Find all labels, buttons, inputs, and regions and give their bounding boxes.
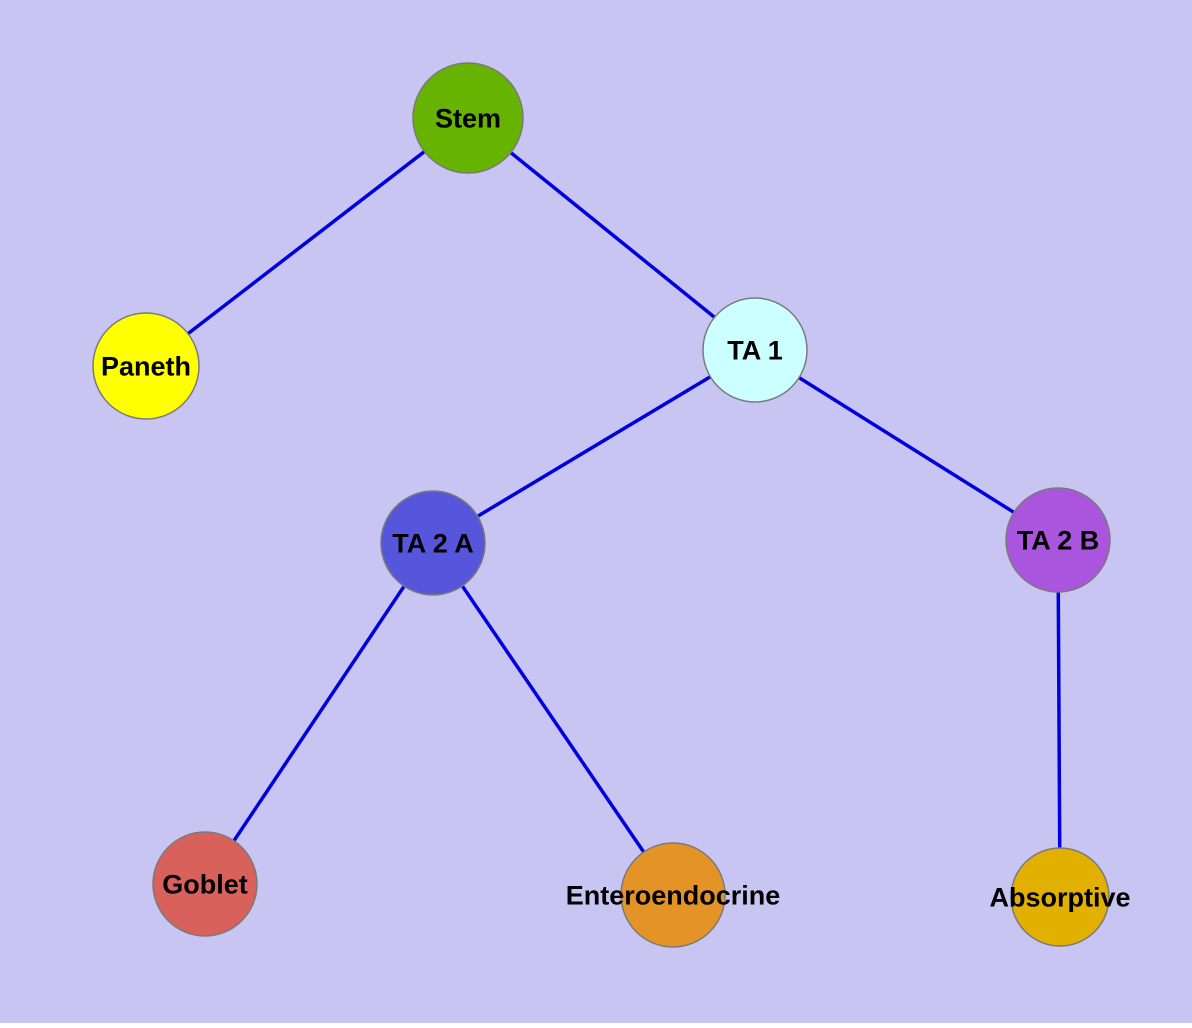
- node-label-stem: Stem: [435, 103, 501, 133]
- node-circle-enteroendocrine[interactable]: [620, 842, 726, 948]
- node-ta2a[interactable]: TA 2 A: [380, 490, 486, 596]
- edge-layer: [144, 116, 1062, 898]
- node-absorptive[interactable]: Absorptive: [989, 847, 1131, 947]
- node-label-ta2b: TA 2 B: [1017, 525, 1100, 555]
- node-circle-ta2b[interactable]: [1005, 487, 1111, 593]
- edge-ta1-ta2a[interactable]: [432, 348, 756, 545]
- node-paneth[interactable]: Paneth: [92, 312, 200, 420]
- node-label-paneth: Paneth: [101, 351, 191, 381]
- node-label-enteroendocrine: Enteroendocrine: [566, 880, 781, 910]
- node-circle-absorptive[interactable]: [1010, 847, 1110, 947]
- edge-ta2a-enteroendocrine[interactable]: [431, 542, 675, 896]
- edge-ta1-ta2b[interactable]: [754, 348, 1059, 542]
- edge-ta2a-goblet[interactable]: [203, 542, 435, 885]
- node-circle-stem[interactable]: [412, 62, 524, 174]
- node-stem[interactable]: Stem: [412, 62, 524, 174]
- node-label-ta1: TA 1: [727, 335, 783, 365]
- edge-ta2b-absorptive[interactable]: [1056, 539, 1062, 898]
- edge-stem-ta1[interactable]: [466, 116, 757, 352]
- node-circle-paneth[interactable]: [92, 312, 200, 420]
- node-enteroendocrine[interactable]: Enteroendocrine: [566, 842, 781, 948]
- node-ta2b[interactable]: TA 2 B: [1005, 487, 1111, 593]
- node-circle-ta1[interactable]: [702, 297, 808, 403]
- node-ta1[interactable]: TA 1: [702, 297, 808, 403]
- edge-stem-paneth[interactable]: [144, 116, 470, 368]
- node-label-absorptive: Absorptive: [989, 882, 1130, 912]
- node-goblet[interactable]: Goblet: [152, 831, 258, 937]
- node-circle-goblet[interactable]: [152, 831, 258, 937]
- node-label-ta2a: TA 2 A: [392, 528, 474, 558]
- node-label-goblet: Goblet: [162, 869, 248, 899]
- node-circle-ta2a[interactable]: [380, 490, 486, 596]
